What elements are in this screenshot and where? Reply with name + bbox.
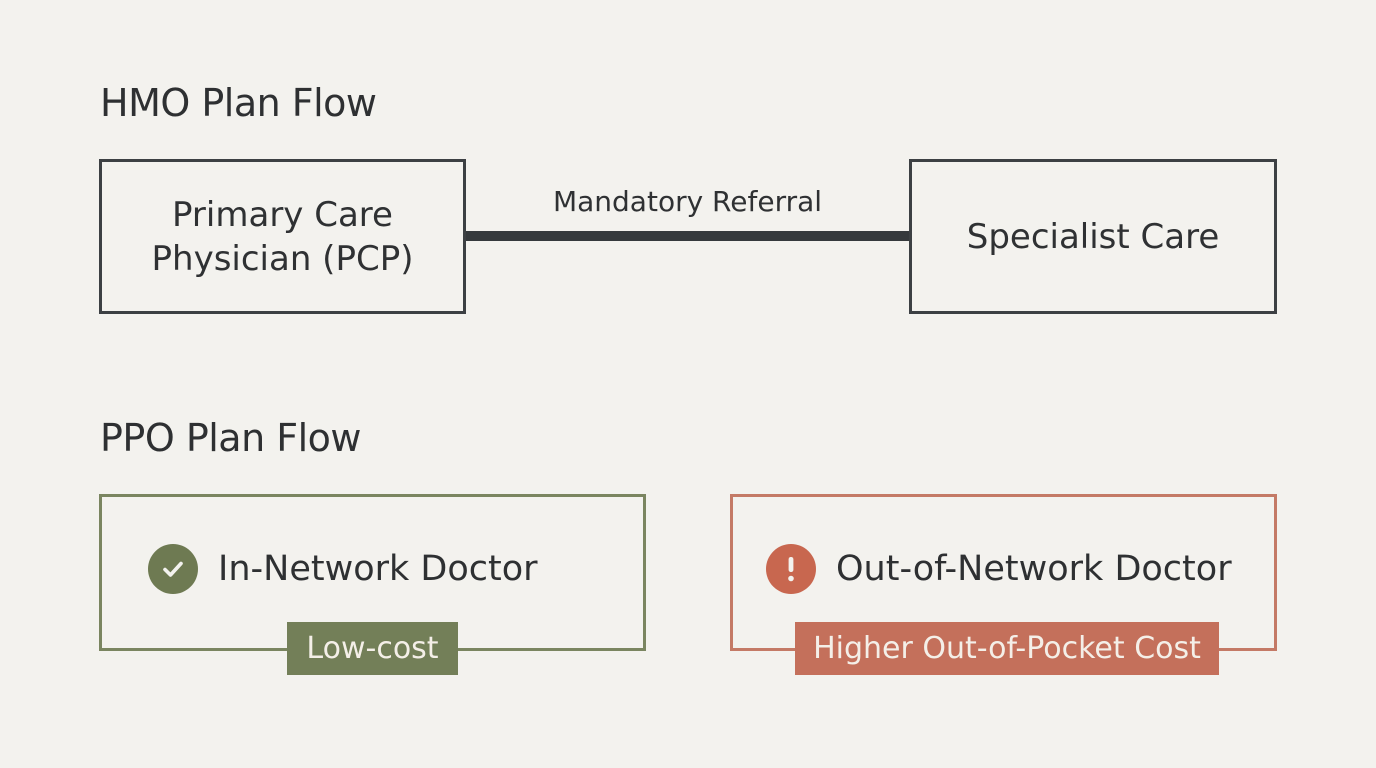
higher-cost-tag: Higher Out-of-Pocket Cost: [795, 622, 1219, 675]
out-network-label: Out-of-Network Doctor: [836, 549, 1232, 589]
specialist-node: Specialist Care: [909, 159, 1277, 314]
hmo-section-title: HMO Plan Flow: [100, 81, 377, 125]
pcp-node: Primary Care Physician (PCP): [99, 159, 466, 314]
in-network-label: In-Network Doctor: [218, 549, 538, 589]
pcp-label: Primary Care Physician (PCP): [151, 194, 414, 279]
check-circle-icon: [148, 544, 198, 594]
low-cost-tag: Low-cost: [287, 622, 458, 675]
referral-label: Mandatory Referral: [552, 185, 823, 218]
specialist-label: Specialist Care: [966, 216, 1220, 257]
out-network-node: Out-of-Network Doctor: [730, 494, 1277, 651]
exclamation-circle-icon: [766, 544, 816, 594]
referral-connector: [466, 231, 909, 241]
ppo-section-title: PPO Plan Flow: [100, 416, 361, 460]
